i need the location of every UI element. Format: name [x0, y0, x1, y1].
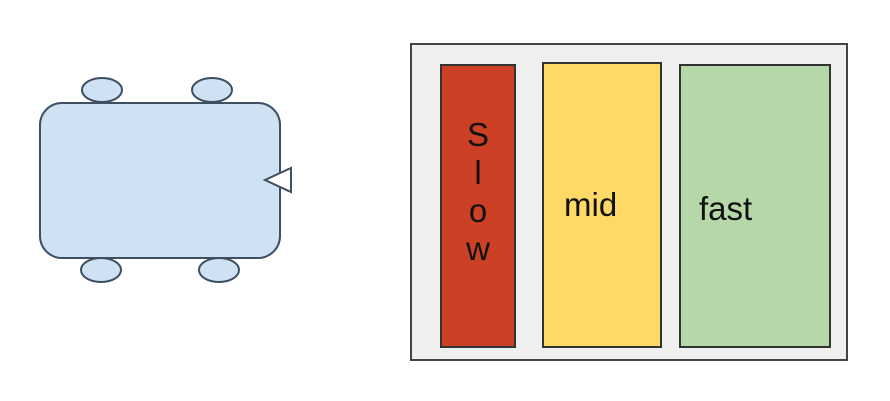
wheel-bottom-left [80, 257, 122, 283]
robot-body [39, 102, 281, 259]
wheel-top-left [81, 77, 123, 103]
slow-lane-letter: S [466, 116, 489, 153]
mid-lane: mid [542, 62, 662, 348]
slow-lane-letter: l [474, 154, 482, 191]
wheel-bottom-right [198, 257, 240, 283]
mid-lane-label: mid [564, 186, 618, 223]
slow-lane-letter: o [468, 192, 488, 229]
fast-lane-label: fast [699, 190, 753, 227]
direction-arrow-icon [262, 166, 292, 194]
wheel-top-right [191, 77, 233, 103]
robot-vehicle-shape [39, 77, 292, 283]
fast-lane: fast [679, 64, 831, 348]
slow-lane-letter: w [466, 230, 490, 267]
